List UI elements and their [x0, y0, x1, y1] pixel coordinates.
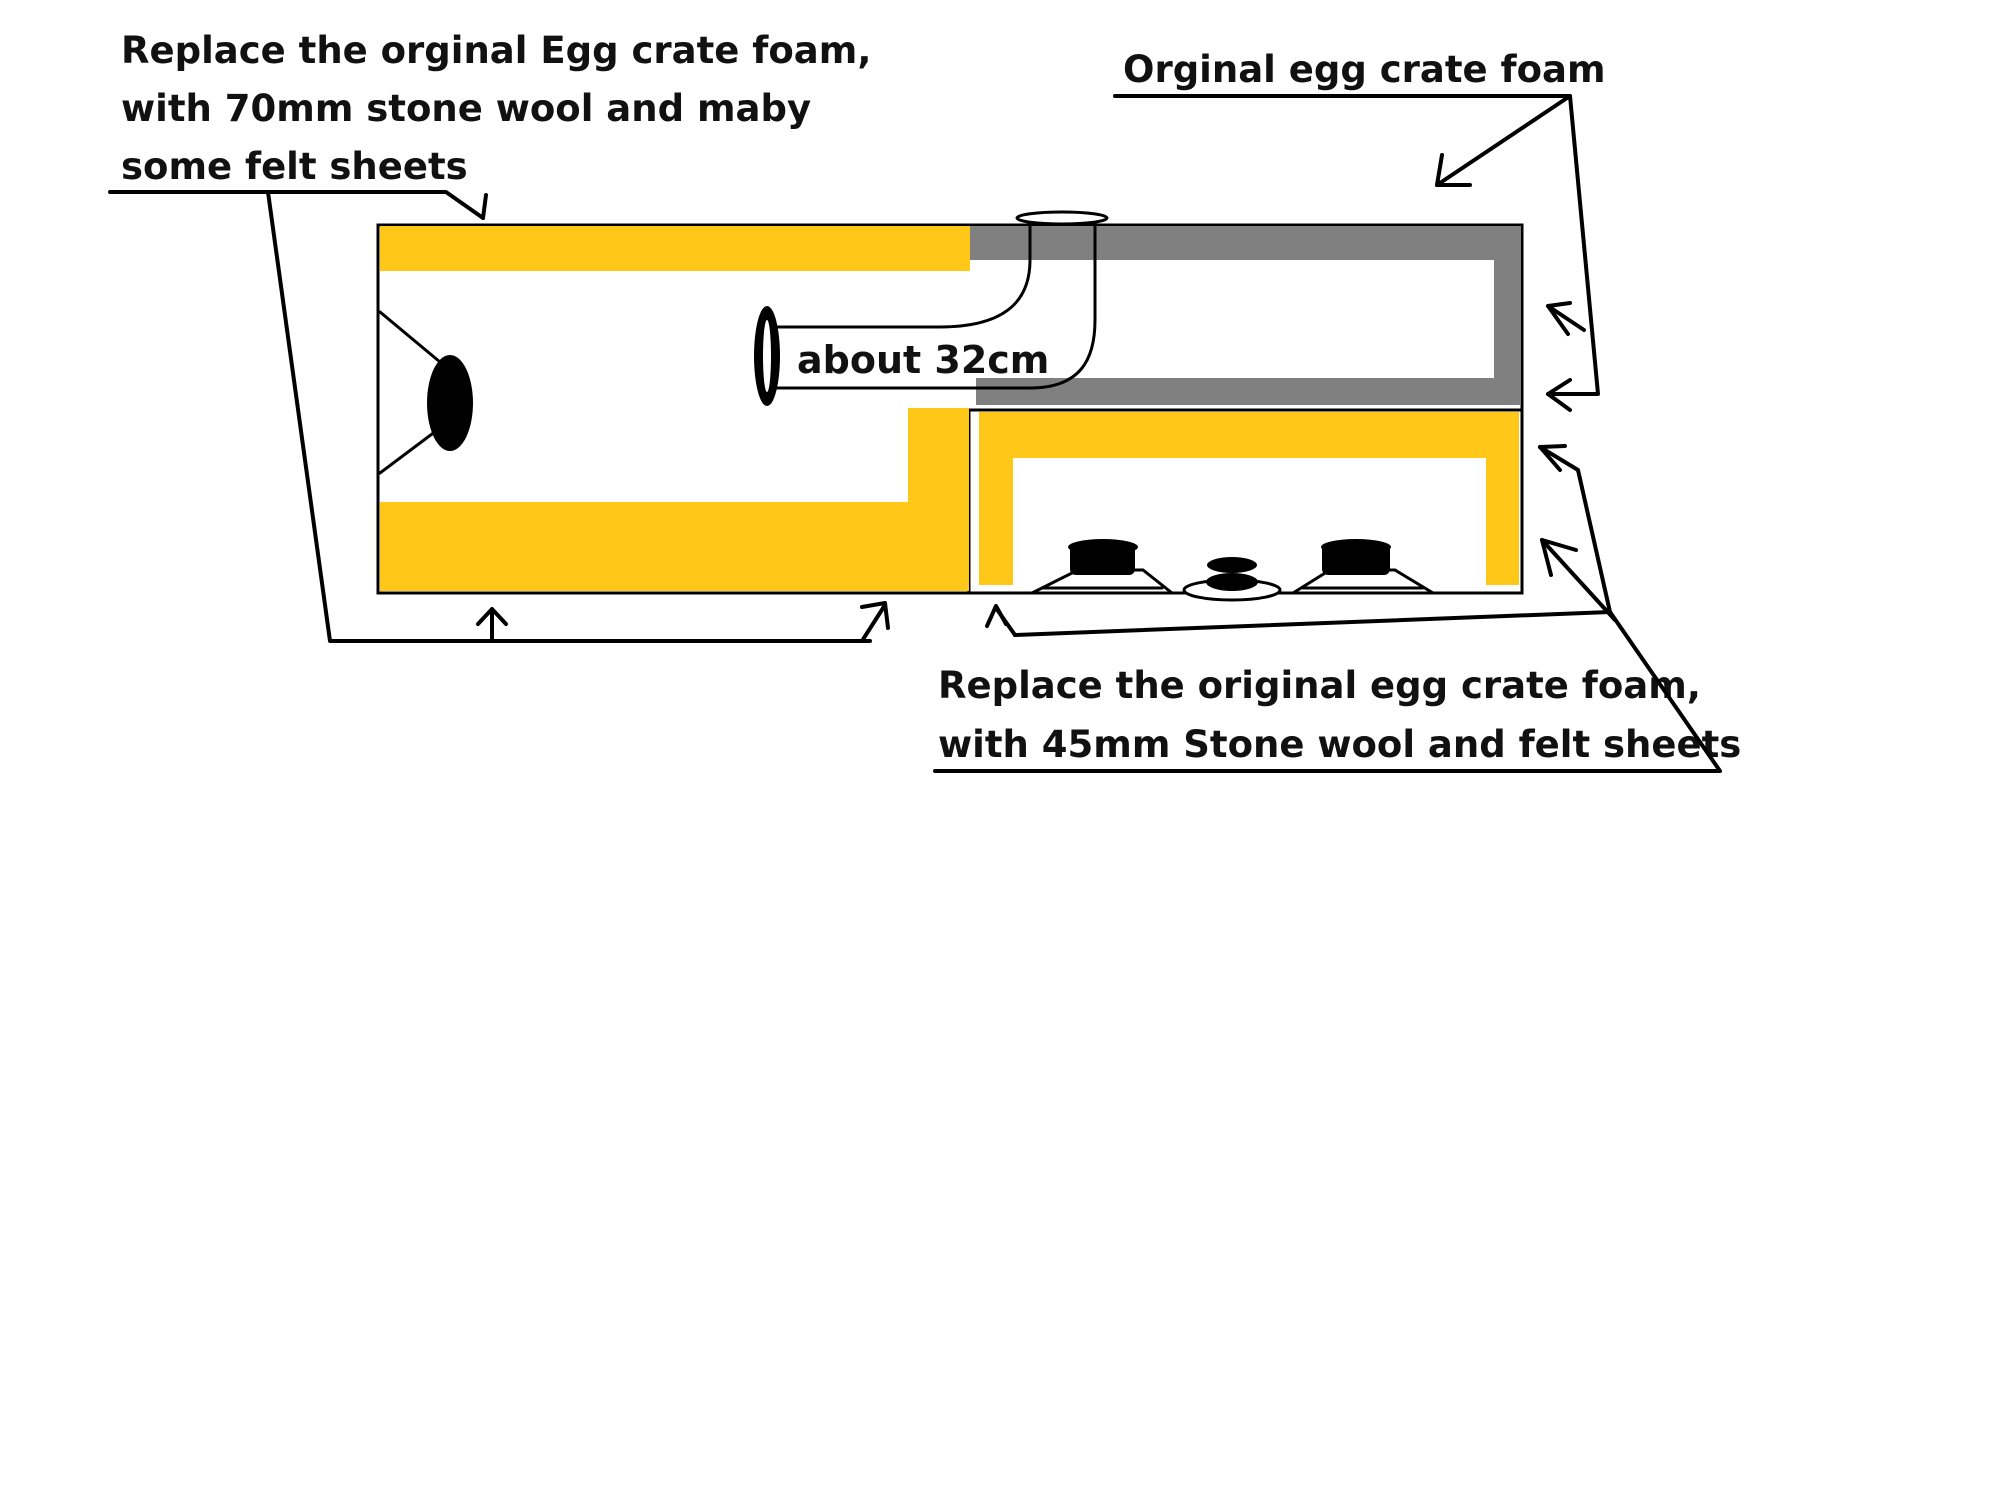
leader-lines-top-left: [108, 190, 890, 643]
leader-lines-bottom-right: [933, 444, 1722, 773]
port-tube: [766, 210, 1109, 390]
mid-speaker-icon: [1031, 539, 1177, 595]
egg-crate-foam: [970, 226, 1521, 405]
annotation-top-left: Replace the orginal Egg crate foam, with…: [121, 29, 871, 188]
annotation-bottom-right: Replace the original egg crate foam, wit…: [938, 664, 1741, 766]
annotation-bottom-right-line1: Replace the original egg crate foam,: [938, 664, 1701, 707]
annotation-top-left-line1: Replace the orginal Egg crate foam,: [121, 29, 871, 72]
stone-wool-lower-chamber: [979, 412, 1519, 585]
tweeter-icon: [1182, 557, 1282, 602]
annotation-top-right: Orginal egg crate foam: [1123, 48, 1606, 91]
port-length-label: about 32cm: [797, 338, 1049, 382]
port-ring-icon: [754, 306, 780, 406]
leader-lines-top-right: [1113, 94, 1600, 412]
stone-wool-main-chamber: [380, 226, 970, 591]
annotation-top-left-line2: with 70mm stone wool and maby: [121, 87, 811, 130]
mid-speaker-icon: [1287, 539, 1439, 595]
woofer-speaker-icon: [378, 310, 473, 475]
annotation-bottom-right-line2: with 45mm Stone wool and felt sheets: [938, 723, 1741, 766]
port-top-opening: [1015, 210, 1109, 226]
annotation-top-left-line3: some felt sheets: [121, 145, 468, 188]
